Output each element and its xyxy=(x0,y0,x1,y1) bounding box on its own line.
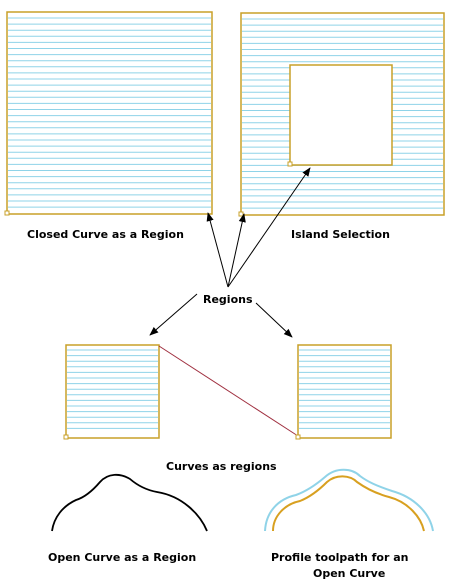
start-point-marker xyxy=(295,434,301,440)
label-regions: Regions xyxy=(203,293,253,306)
arrows xyxy=(149,167,311,338)
profile-toolpath xyxy=(264,468,434,532)
right-region-hatching xyxy=(299,349,390,429)
label-profile-toolpath-line2: Open Curve xyxy=(313,567,385,580)
label-open-curve: Open Curve as a Region xyxy=(48,551,196,564)
left-region-hatching xyxy=(67,349,158,429)
label-curves-as-regions: Curves as regions xyxy=(166,460,277,473)
island-selection-region xyxy=(238,12,445,217)
arrow-to-island-outer xyxy=(227,213,246,288)
label-island-selection: Island Selection xyxy=(291,228,390,241)
right-region-border xyxy=(297,344,392,439)
island-outer-border xyxy=(240,12,445,216)
arrow-to-island-inner xyxy=(227,167,311,288)
arrow-to-closed-curve xyxy=(206,212,229,288)
toolpath-outer-curve xyxy=(264,468,434,532)
start-point-marker xyxy=(238,211,244,217)
label-closed-curve: Closed Curve as a Region xyxy=(27,228,184,241)
label-profile-toolpath-line1: Profile toolpath for an xyxy=(271,551,408,564)
toolpath-inner-curve xyxy=(272,475,425,532)
curves-as-regions-group xyxy=(63,344,392,440)
start-point-marker xyxy=(287,161,293,167)
closed-curve-border xyxy=(6,11,213,215)
start-point-marker xyxy=(4,210,10,216)
arrow-to-left-region xyxy=(149,293,198,336)
open-curve xyxy=(51,473,208,532)
closed-curve-region xyxy=(4,11,213,216)
connecting-line xyxy=(158,345,299,437)
left-region-border xyxy=(65,344,160,439)
start-point-marker xyxy=(63,434,69,440)
island-inner-border xyxy=(289,64,393,166)
closed-curve-hatching xyxy=(8,17,211,208)
arrow-to-right-region xyxy=(255,302,293,338)
